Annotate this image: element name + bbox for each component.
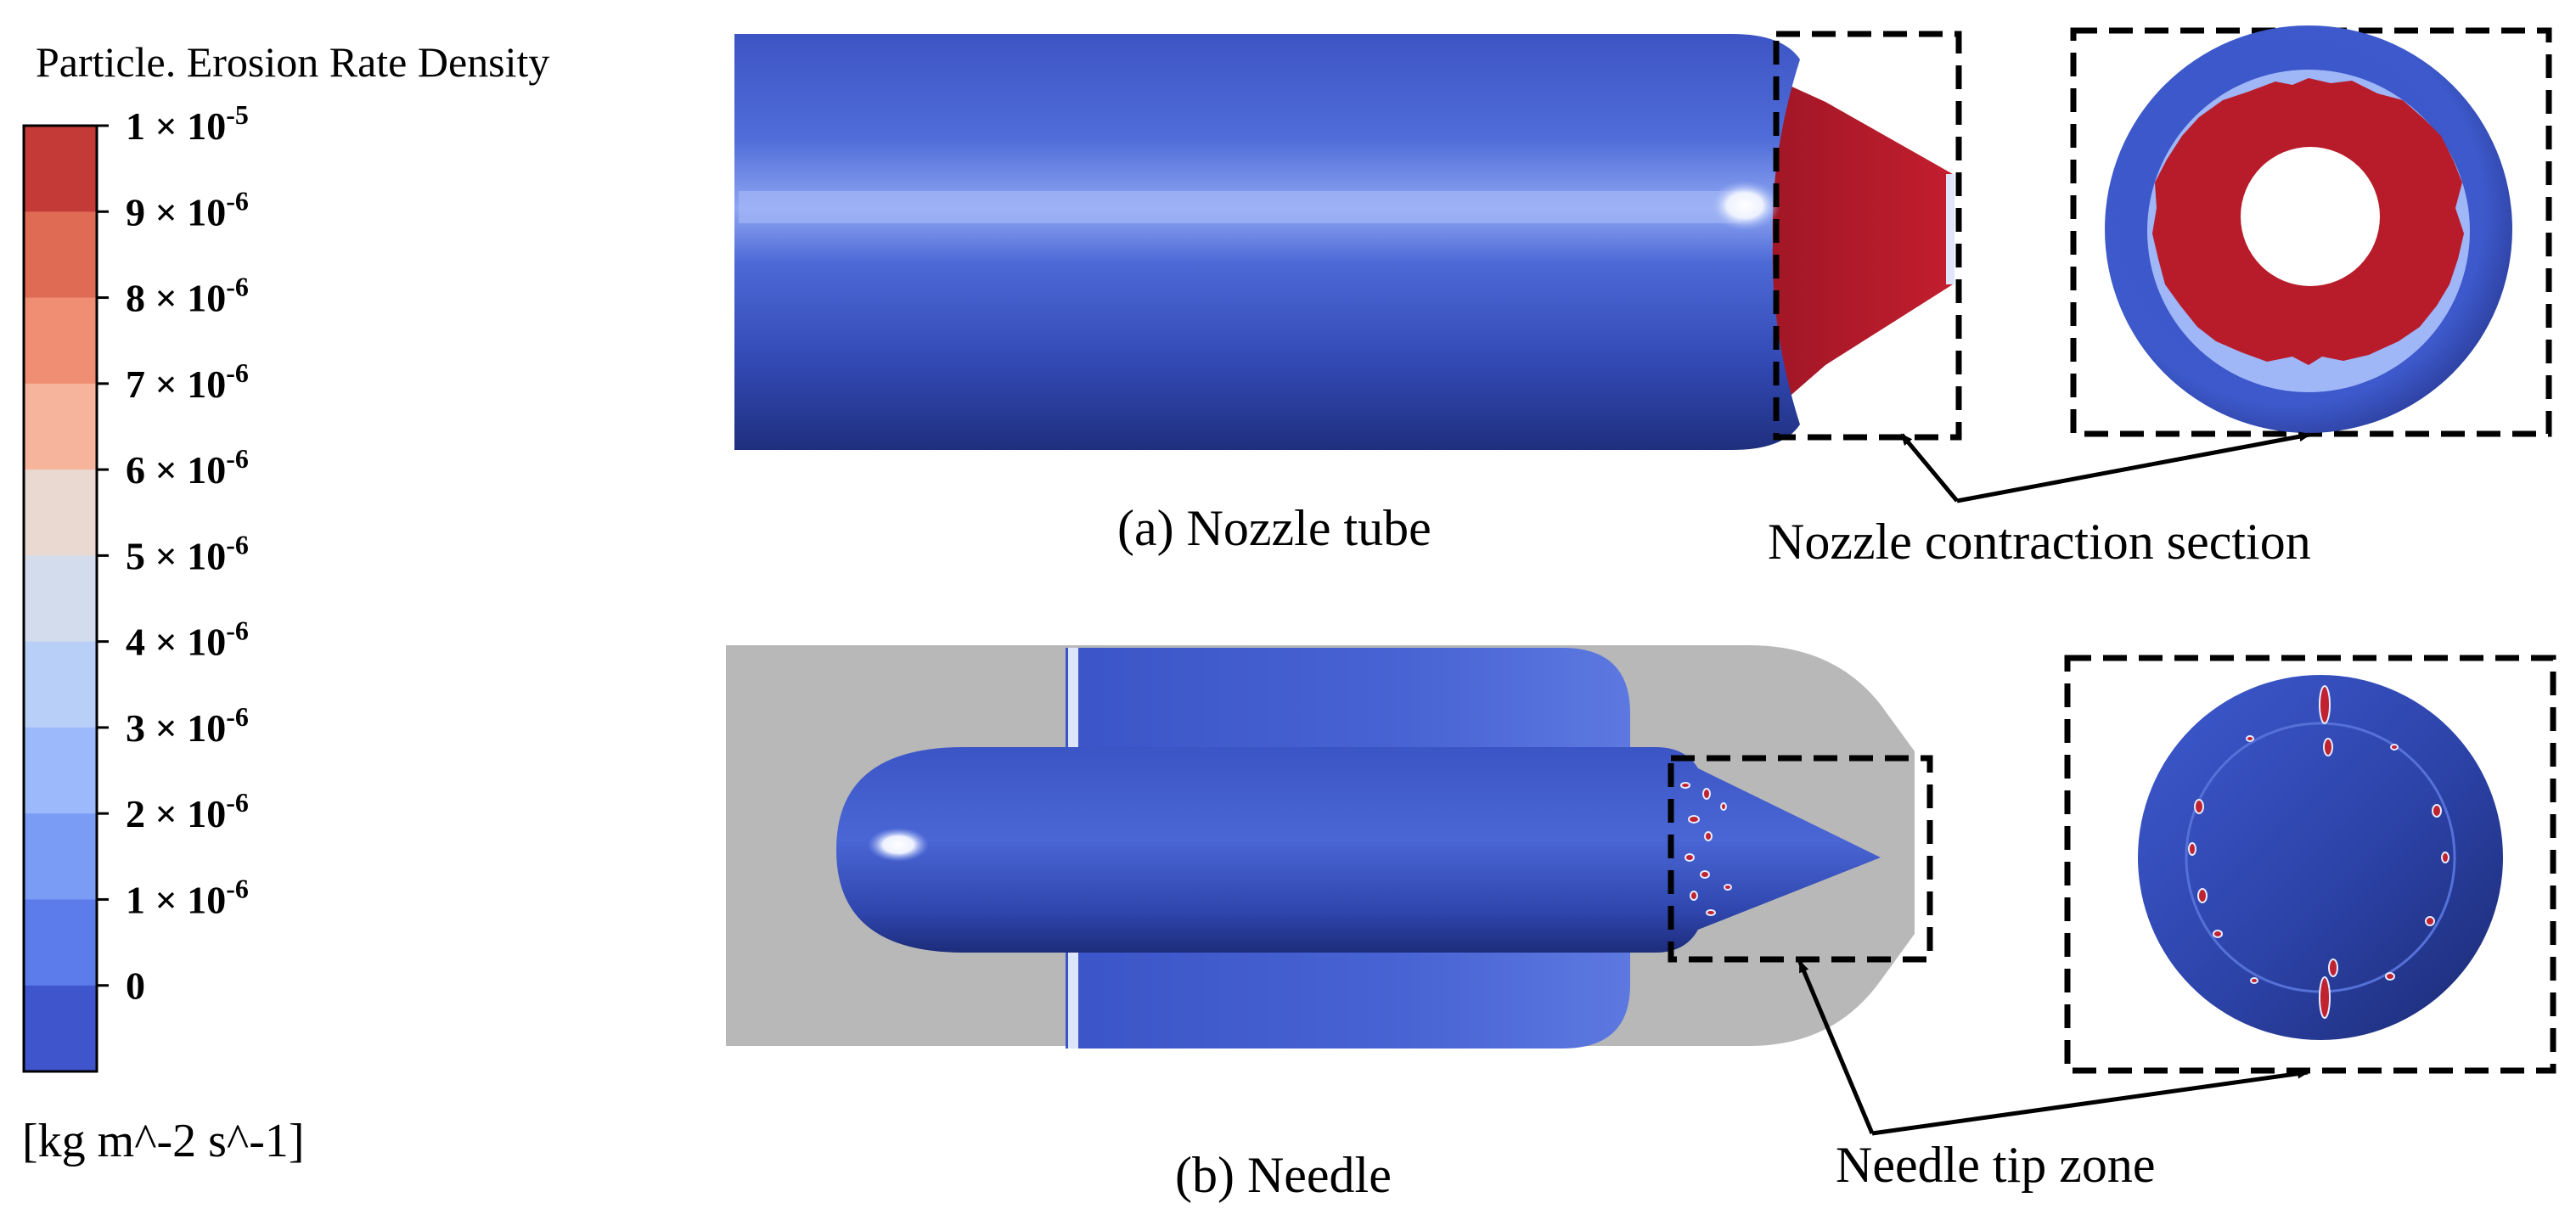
panel-a-caption: (a) Nozzle tube <box>1117 500 1431 556</box>
colorbar-band <box>24 211 97 299</box>
colorbar-tick-label: 2 × 10-6 <box>126 787 249 835</box>
needle-callout-arrow-right <box>1871 1068 2309 1136</box>
needle-glint <box>868 828 929 862</box>
colorbar-tick-label: 5 × 10-6 <box>126 529 249 577</box>
colorbar-band <box>24 813 97 900</box>
colorbar-tick-label: 9 × 10-6 <box>126 185 249 233</box>
nozzle-tube-body <box>734 34 1800 450</box>
colorbar-band <box>24 641 97 728</box>
colorbar-legend: Particle. Erosion Rate Density 1 × 10-5 9… <box>22 38 549 1167</box>
colorbar-band <box>24 899 97 987</box>
colorbar-band <box>24 297 97 385</box>
panel-b-callout: Needle tip zone <box>1797 960 2309 1193</box>
colorbar-band <box>24 469 97 556</box>
colorbar-band <box>24 126 97 212</box>
panel-b-needle <box>726 645 2556 1074</box>
colorbar-tick-label: 1 × 10-5 <box>126 99 249 148</box>
panel-a-callout-label: Nozzle contraction section <box>1768 514 2311 570</box>
nozzle-tube-tip <box>1946 174 1954 284</box>
nozzle-callout-arrow-right <box>1956 431 2311 503</box>
needle-section-disc <box>2138 675 2503 1040</box>
colorbar-tick-label: 0 <box>126 964 145 1008</box>
colorbar-frame <box>22 124 98 1073</box>
colorbar-tick-label: 7 × 10-6 <box>126 357 249 406</box>
panel-b-caption: (b) Needle <box>1175 1147 1392 1203</box>
needle-section-erosion <box>2188 685 2449 1019</box>
needle-body <box>836 747 1881 953</box>
needle-detail-box <box>1668 755 1933 963</box>
colorbar-band <box>24 555 97 643</box>
needle-fin-upper <box>1066 648 1630 747</box>
colorbar-band <box>24 383 97 470</box>
panel-a-callout: Nozzle contraction section <box>1768 431 2311 570</box>
legend-unit: [kg m^-2 s^-1] <box>22 1115 305 1167</box>
nozzle-cone-erosion <box>1765 81 1953 406</box>
needle-tip-erosion <box>1680 782 1732 916</box>
needle-section-box <box>2064 655 2556 1074</box>
colorbar-tick-label: 8 × 10-6 <box>126 272 249 320</box>
panel-a-nozzle-tube <box>734 25 2552 450</box>
nozzle-section-bore <box>2241 147 2380 286</box>
colorbar-tick-label: 4 × 10-6 <box>126 616 249 664</box>
colorbar-band <box>24 985 97 1072</box>
colorbar-band <box>24 727 97 814</box>
colorbar-tick-label: 3 × 10-6 <box>126 701 249 750</box>
colorbar-ticks: 1 × 10-5 9 × 10-6 8 × 10-6 7 × 10-6 6 × 10-6… <box>97 99 249 1008</box>
needle-callout-arrow-left <box>1797 960 1875 1134</box>
colorbar-tick-label: 1 × 10-6 <box>126 873 249 921</box>
panel-b-callout-label: Needle tip zone <box>1836 1137 2156 1193</box>
needle-fin-lower <box>1066 951 1630 1049</box>
colorbar-bands <box>22 124 98 1073</box>
nozzle-tube-glint <box>1709 180 1780 231</box>
nozzle-detail-box <box>1773 31 1962 441</box>
colorbar-tick-label: 6 × 10-6 <box>126 443 249 492</box>
nozzle-callout-arrow-left <box>1900 433 1959 503</box>
nozzle-tube-highlight <box>739 191 1741 223</box>
legend-title: Particle. Erosion Rate Density <box>36 38 549 86</box>
